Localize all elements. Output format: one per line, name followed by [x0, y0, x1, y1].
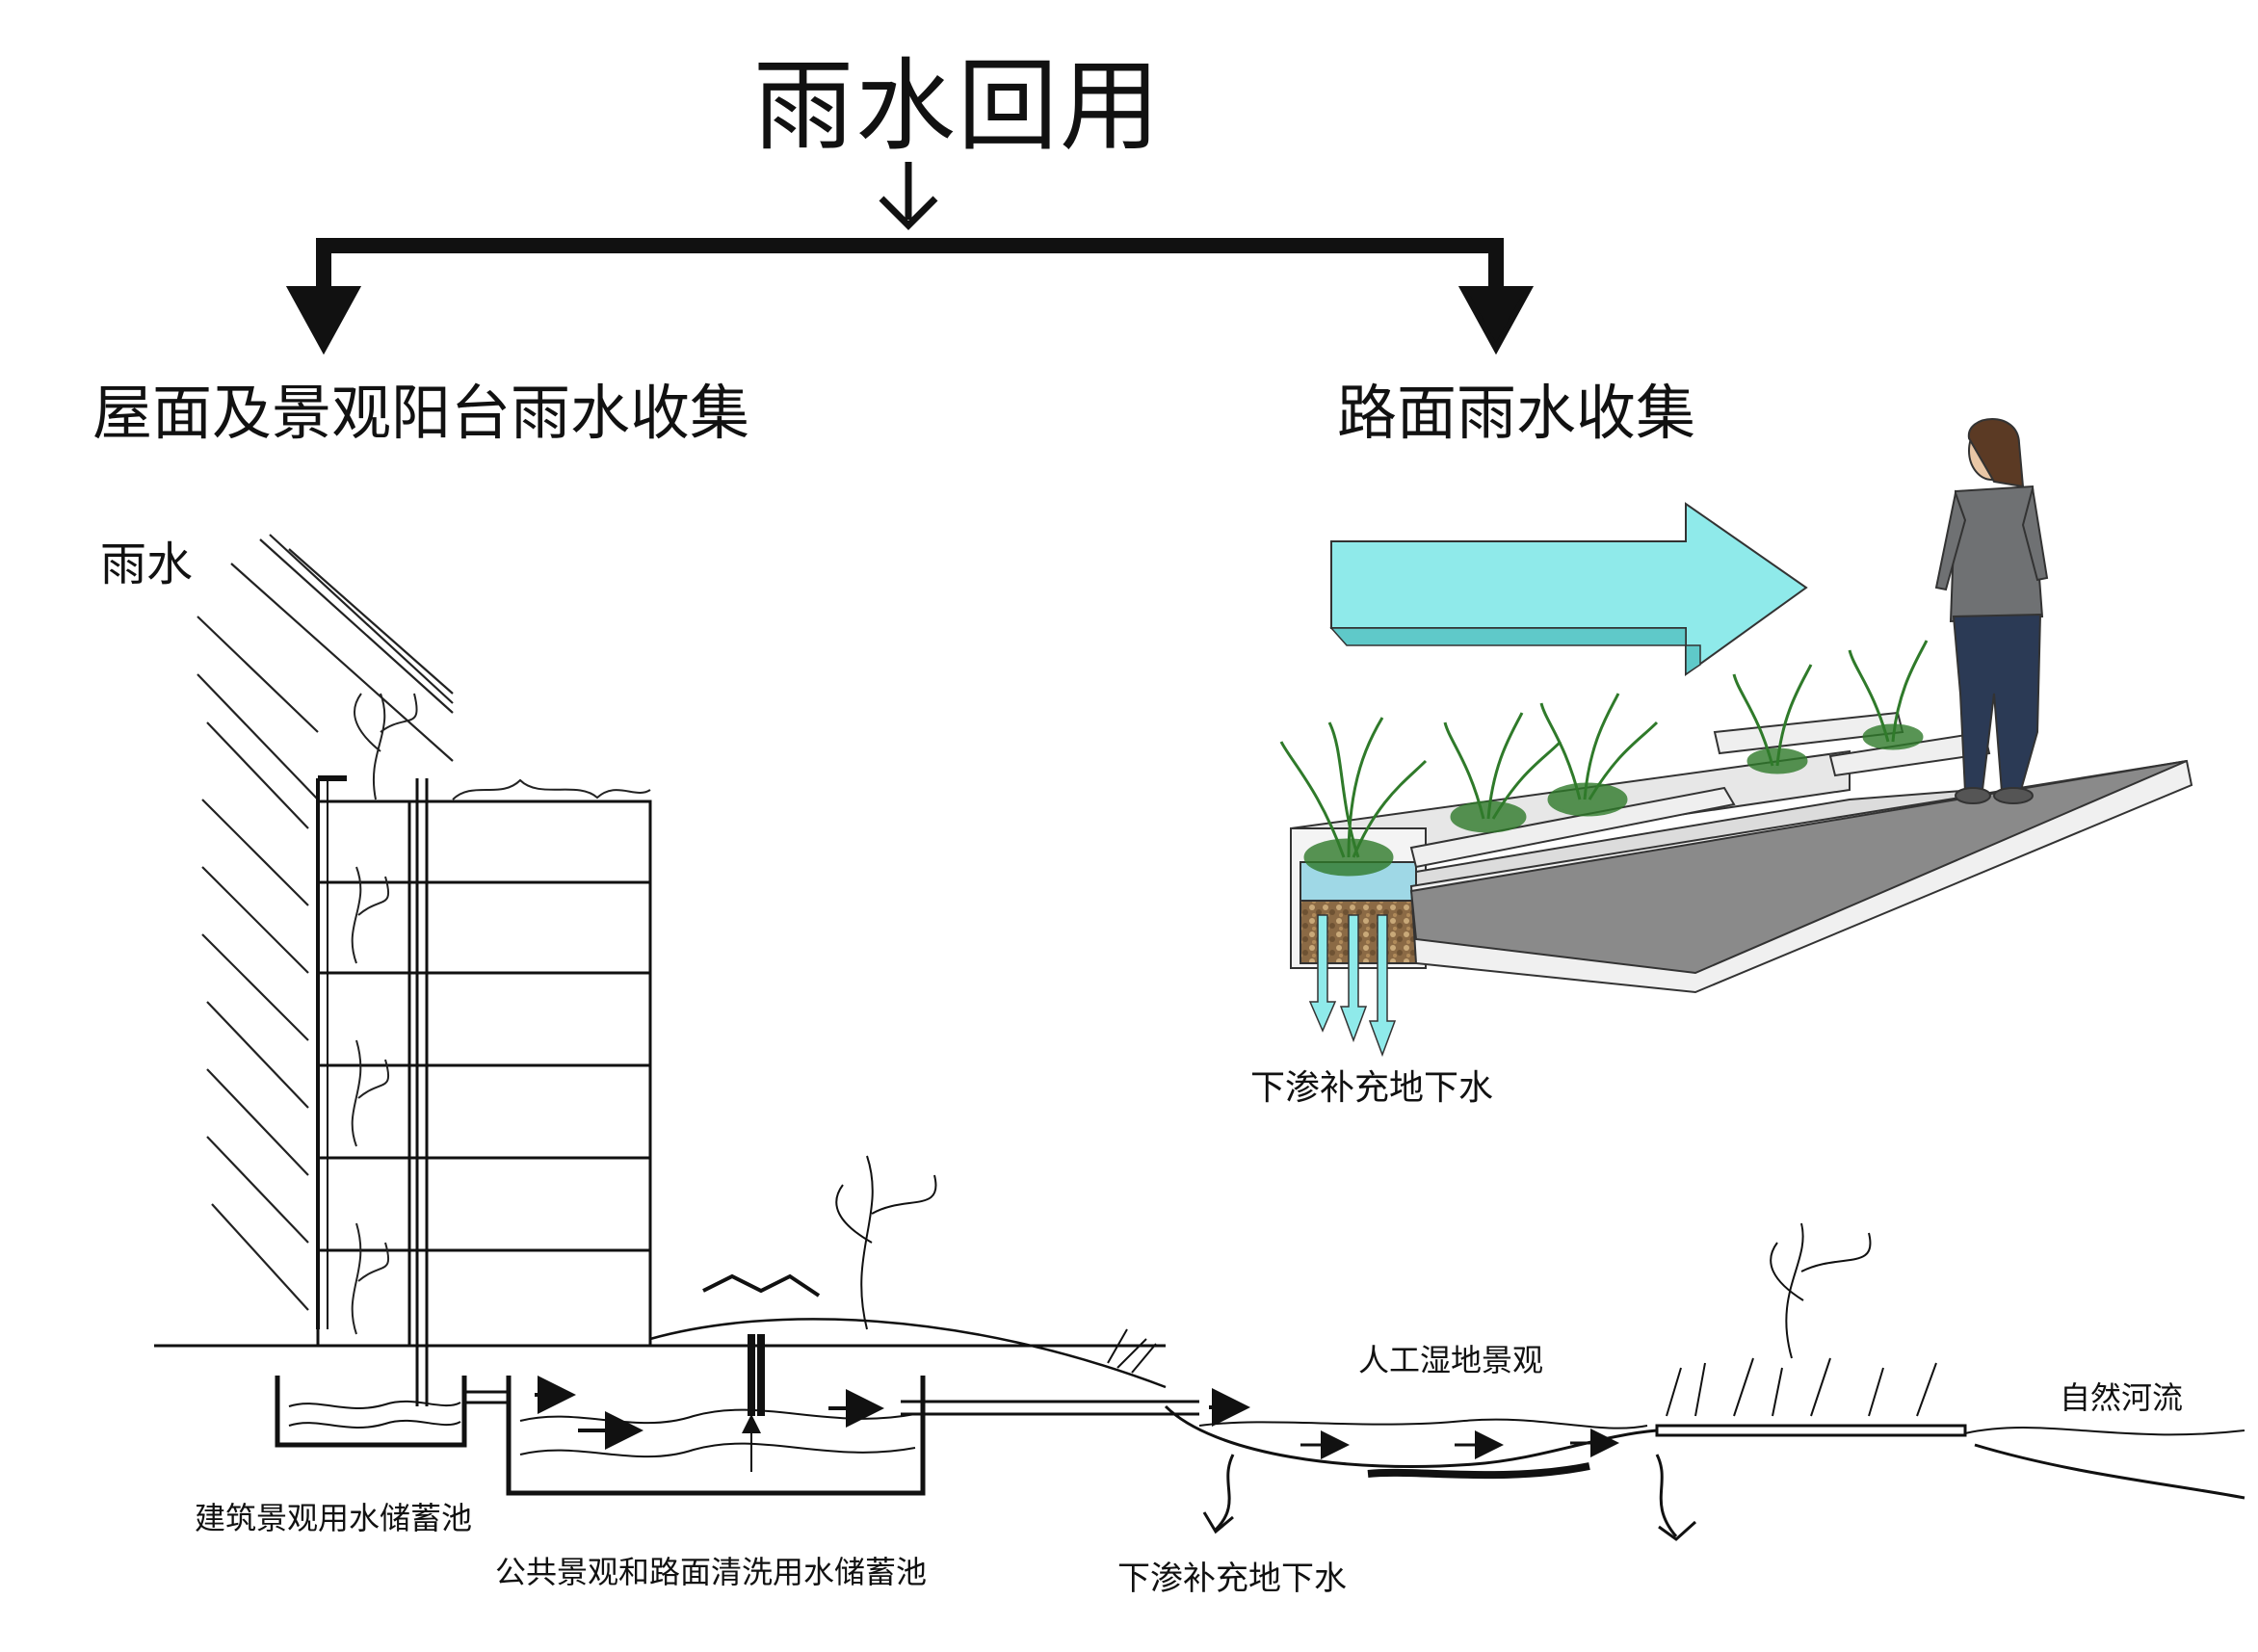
rain-lines [197, 534, 454, 1311]
roof-collection-heading: 屋面及景观阳台雨水收集 [92, 378, 750, 448]
rain-label: 雨水 [100, 538, 194, 591]
hierarchy-arrows [285, 162, 1535, 355]
title-arrow-head [879, 196, 938, 230]
infiltration-arrows [1202, 1454, 1697, 1541]
pavement-surface [1409, 760, 2188, 975]
road-collection-heading: 路面雨水收集 [1337, 378, 1696, 448]
public-storage-pool [506, 1334, 926, 1496]
building-section [316, 775, 652, 1406]
wetland-label: 人工湿地景观 [1358, 1342, 1544, 1378]
pool-flow-arrows [462, 1376, 1250, 1450]
balcony-plants [351, 693, 651, 1335]
infiltration-label-bottom: 下渗补充地下水 [1117, 1560, 1347, 1598]
river-label: 自然河流 [2060, 1379, 2184, 1416]
landscape-mound [649, 1155, 1167, 1389]
wetland-basin [1164, 1222, 2245, 1500]
branch-connector [316, 238, 1504, 326]
person-figure [1934, 418, 2049, 804]
diagram-title: 雨水回用 [753, 47, 1163, 165]
bioswale-plants [1279, 640, 1929, 877]
public-pool-label: 公共景观和路面清洗用水储蓄池 [495, 1554, 928, 1590]
right-branch-arrow [1457, 286, 1535, 355]
building-storage-pool [275, 1376, 467, 1448]
building-pool-label: 建筑景观用水储蓄池 [195, 1500, 473, 1536]
infiltration-arrows-cyan [1308, 914, 1397, 1058]
bioswale-block [1290, 711, 2193, 994]
left-branch-arrow [285, 286, 362, 355]
infiltration-label-top: 下渗补充地下水 [1250, 1068, 1494, 1108]
flow-direction-label: 流向湿地或河流 [1376, 567, 1633, 610]
